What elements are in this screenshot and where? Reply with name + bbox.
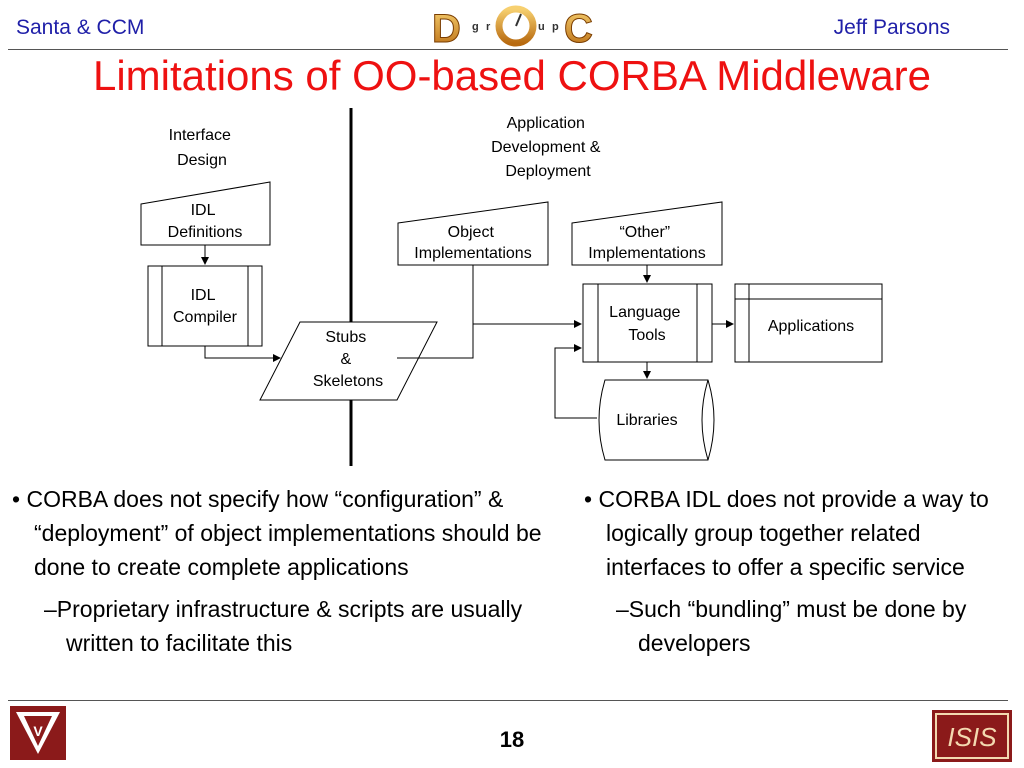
left-bullets: • CORBA does not specify how “configurat… xyxy=(12,482,560,660)
idl-compiler-label: IDL Compiler xyxy=(173,287,238,326)
header-right-text: Jeff Parsons xyxy=(833,16,950,39)
logo-letter-r: r xyxy=(486,21,491,33)
stubs-skeletons-box xyxy=(259,321,438,401)
language-tools-box xyxy=(582,283,713,363)
svg-text:V: V xyxy=(33,723,43,739)
logo-letter-p: p xyxy=(552,21,559,33)
language-tools-label: Language Tools xyxy=(609,304,685,344)
right-bullet: • CORBA IDL does not provide a way to lo… xyxy=(584,486,989,580)
idl-compiler-box xyxy=(147,265,263,347)
logo-letter-g: g xyxy=(472,21,479,33)
other-implementations-box xyxy=(571,201,723,266)
libraries-label: Libraries xyxy=(616,412,677,429)
logo-letter-c: C xyxy=(564,7,593,48)
header-rule xyxy=(8,49,1008,50)
logo-letter-u: u xyxy=(538,21,545,33)
vanderbilt-logo: V xyxy=(10,706,66,760)
corba-workflow-diagram: Interface Design Application Development… xyxy=(140,108,883,466)
interface-design-heading: Interface Design xyxy=(169,127,236,169)
logo-clock-o xyxy=(495,5,537,47)
footer-rule xyxy=(8,700,1008,701)
left-sub-bullet: –Proprietary infrastructure & scripts ar… xyxy=(44,596,523,656)
idl-definitions-box xyxy=(140,181,271,246)
slide-title: Limitations of OO-based CORBA Middleware xyxy=(92,52,931,99)
object-implementations-label: Object Implementations xyxy=(414,224,531,262)
isis-logo: ISIS xyxy=(932,710,1012,762)
arrow-libraries-to-language-tools xyxy=(554,344,597,419)
right-sub-bullet: –Such “bundling” must be done by develop… xyxy=(616,596,967,656)
object-implementations-box xyxy=(397,201,549,266)
applications-box xyxy=(734,283,883,363)
doc-group-logo: D g r u p C xyxy=(432,5,593,48)
stubs-skeletons-label: Stubs & Skeletons xyxy=(313,329,383,390)
idl-definitions-label: IDL Definitions xyxy=(168,202,243,241)
page-number: 18 xyxy=(499,727,525,752)
header-left-text: Santa & CCM xyxy=(16,16,145,39)
right-bullets: • CORBA IDL does not provide a way to lo… xyxy=(584,482,1009,660)
arrow-compiler-to-stubs xyxy=(204,346,281,362)
connector-object-impl-to-stubs xyxy=(397,265,474,359)
left-bullet: • CORBA does not specify how “configurat… xyxy=(12,486,542,580)
other-implementations-label: “Other” Implementations xyxy=(588,224,705,262)
app-dev-heading: Application Development & Deployment xyxy=(491,115,605,180)
applications-label: Applications xyxy=(768,318,854,335)
svg-text:ISIS: ISIS xyxy=(947,722,997,752)
logo-letter-d: D xyxy=(432,7,461,48)
